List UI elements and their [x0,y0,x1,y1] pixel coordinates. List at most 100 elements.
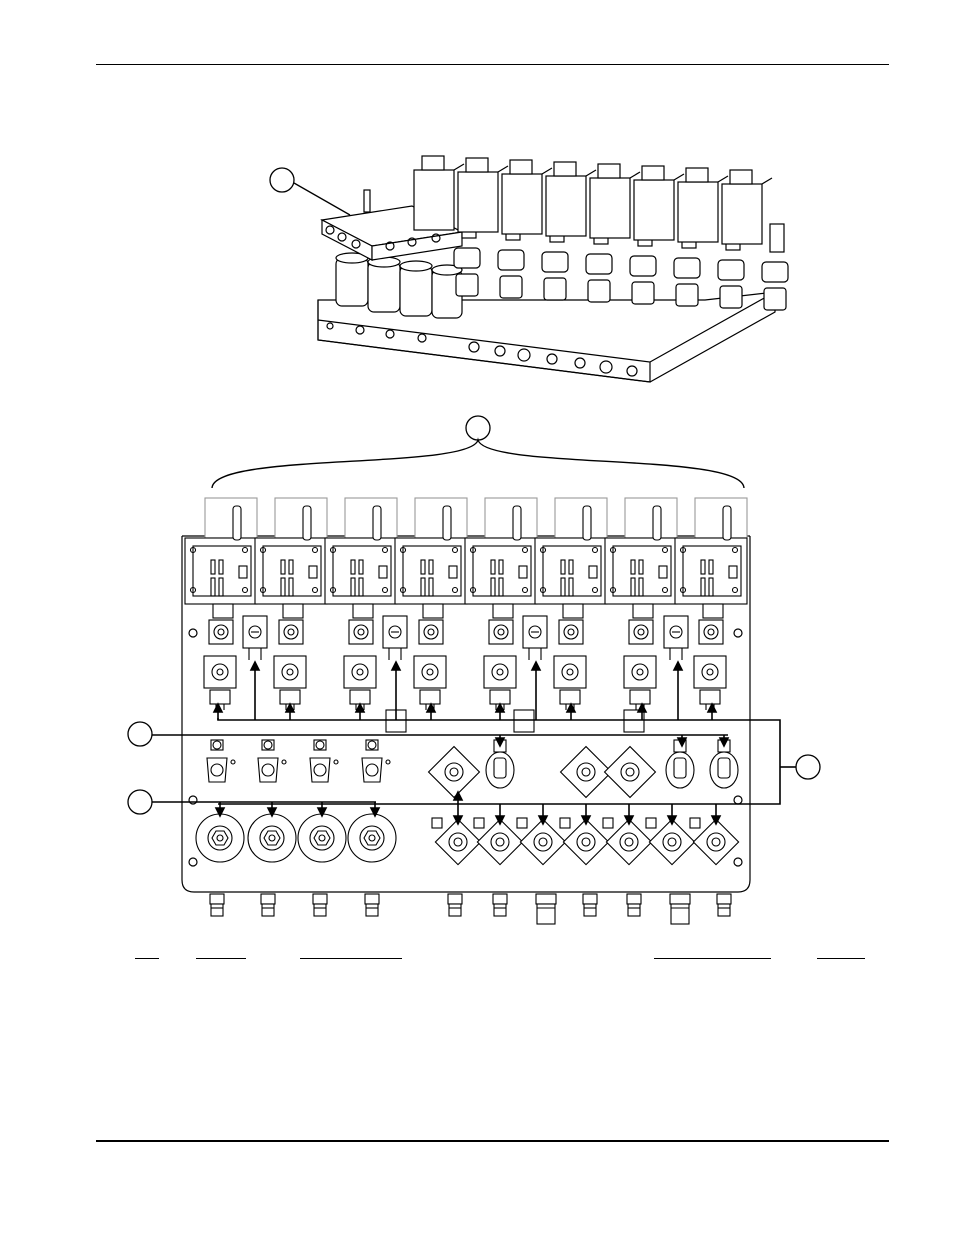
arrow-down [452,804,464,826]
bottom-fitting [626,893,642,917]
gauge-valve [663,615,689,660]
table-header-col-5 [817,958,865,959]
middle-valve-row [203,615,727,733]
arrow-down [666,804,678,826]
arrow-up [284,702,296,720]
sensor-valve [665,739,695,789]
lower-solenoid-row [431,817,740,866]
middle-valve [343,655,377,710]
arrow-up [530,660,542,720]
pressure-gauge [247,813,297,863]
isometric-valve [545,161,613,303]
header-rule [96,64,889,65]
arrow-down [623,804,635,826]
top-valve [604,497,678,645]
arrow-down [316,802,328,818]
arrow-up [636,702,648,720]
table-header-col-4 [654,958,771,959]
regulator [257,739,287,783]
arrow-up [354,702,366,720]
angled-solenoid [427,745,481,799]
arrow-up [565,702,577,720]
lower-solenoid [645,817,696,866]
arrow-down [494,804,506,826]
arrow-down [266,802,278,818]
arrow-down [537,804,549,826]
lower-solenoid [559,817,610,866]
arrow-down [494,735,506,748]
arrow-up [212,702,224,720]
top-valve [324,497,398,645]
bottom-fitting [535,893,557,925]
callout-right [780,754,821,780]
gauge-valve [242,615,268,660]
footer-rule [96,1140,889,1142]
arrow-up [249,660,261,720]
gauge-valve [382,615,408,660]
middle-valve [273,655,307,710]
arrow-up [494,702,506,720]
top-valve [674,497,748,645]
bottom-fitting [312,893,328,917]
isometric-valve [413,155,481,297]
arrow-down [214,802,226,818]
isometric-valve [633,165,701,307]
base-holes [326,322,638,377]
bottom-fitting [447,893,463,917]
arrow-down [676,735,688,748]
table-header-col-2 [196,958,246,959]
arrow-down [718,735,730,748]
arrow-down [369,802,381,818]
regulator [361,739,391,783]
regulator-row [195,739,739,863]
lower-solenoid [689,817,740,866]
sensor-valve [709,739,739,789]
arrow-down [580,804,592,826]
arrow-up [672,660,684,720]
middle-valve [413,655,447,710]
leader-arrows [212,660,730,826]
pressure-gauge [347,813,397,863]
arrow-up [390,660,402,720]
junction-box [623,709,645,733]
isometric-valve-stack [413,155,789,311]
bottom-fitting [582,893,598,917]
isometric-valve [501,159,569,301]
regulator [206,739,236,783]
callout-left-upper [127,721,153,747]
middle-valve [693,655,727,710]
isometric-view [317,155,789,383]
arrow-up [706,702,718,720]
top-valve [394,497,468,645]
gauge-valve [522,615,548,660]
lower-solenoid [431,817,482,866]
middle-valve [203,655,237,710]
middle-valve [553,655,587,710]
arrow-up [452,790,464,804]
lower-solenoid [516,817,567,866]
middle-valve [483,655,517,710]
junction-box [513,709,535,733]
angled-solenoid [559,745,613,799]
callout-valve-bank [211,415,745,489]
bottom-fitting [492,893,508,917]
bottom-fitting [669,893,691,925]
middle-valve [623,655,657,710]
bottom-fitting [364,893,380,917]
isometric-valve [721,169,789,311]
pressure-gauge [297,813,347,863]
bottom-fitting [209,893,225,917]
bottom-fitting [716,893,732,917]
pressure-gauge [195,813,245,863]
regulator [309,739,339,783]
callout-left-lower [127,789,153,815]
top-valve [254,497,328,645]
arrow-up [425,702,437,720]
lower-solenoid [473,817,524,866]
callout-manifold [269,167,351,216]
bottom-fittings [209,893,732,925]
top-valve-row [184,497,748,645]
top-valve [534,497,608,645]
angled-solenoid [603,745,657,799]
